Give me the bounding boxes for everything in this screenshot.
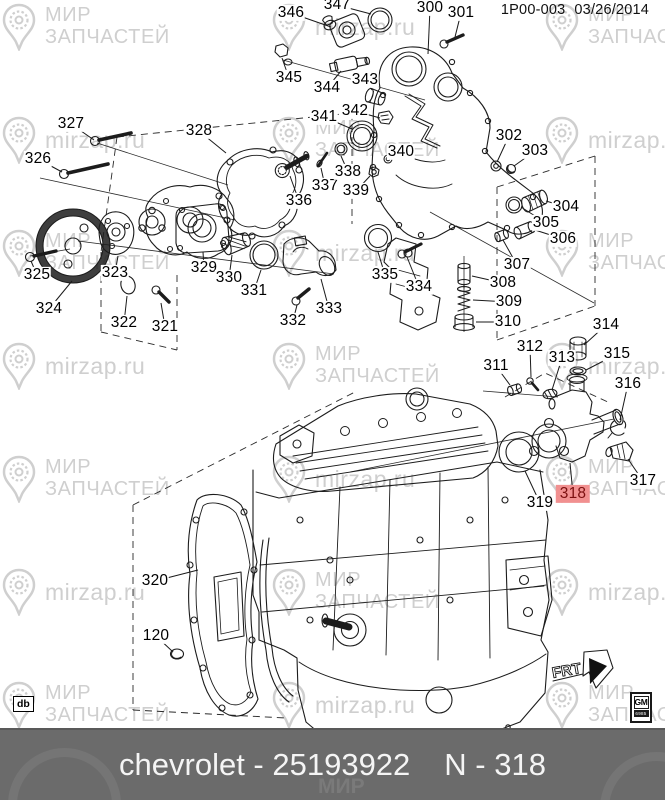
part-label-303: 303 bbox=[520, 141, 550, 160]
watermark-site: mirzap.ru bbox=[2, 342, 145, 390]
part-label-323: 323 bbox=[100, 263, 130, 282]
header: 1P00-003 03/26/2014 bbox=[501, 2, 649, 18]
part-label-321: 321 bbox=[150, 317, 180, 336]
part-label-325: 325 bbox=[22, 265, 52, 284]
part-label-315: 315 bbox=[602, 344, 632, 363]
part-label-308: 308 bbox=[488, 273, 518, 292]
part-label-336: 336 bbox=[284, 191, 314, 210]
part-label-330: 330 bbox=[214, 268, 244, 287]
document-date: 03/26/2014 bbox=[574, 2, 649, 18]
part-label-331: 331 bbox=[239, 281, 269, 300]
part-label-311: 311 bbox=[482, 356, 510, 375]
gasket-328 bbox=[215, 146, 305, 240]
pin-gear-icon bbox=[545, 3, 579, 51]
part-label-327: 327 bbox=[56, 114, 86, 133]
pin-gear-icon bbox=[545, 116, 579, 164]
pin-gear-icon bbox=[545, 568, 579, 616]
part-label-338: 338 bbox=[333, 162, 363, 181]
part-label-306: 306 bbox=[548, 229, 578, 248]
construction-dashed-lines bbox=[100, 112, 611, 719]
pin-gear-icon bbox=[2, 229, 36, 277]
pin-gear-icon bbox=[2, 342, 36, 390]
part-label-342: 342 bbox=[340, 101, 370, 120]
engine-block bbox=[252, 387, 553, 747]
pin-gear-icon bbox=[545, 681, 579, 729]
part-label-328: 328 bbox=[184, 121, 214, 140]
pin-gear-icon bbox=[2, 568, 36, 616]
part-label-319: 319 bbox=[525, 493, 555, 512]
gasket-320 bbox=[169, 493, 294, 717]
part-label-301: 301 bbox=[446, 3, 476, 22]
engine-parts-art: FRT bbox=[24, 7, 634, 747]
part-label-337: 337 bbox=[310, 176, 340, 195]
housing-318 bbox=[498, 336, 634, 473]
part-label-333: 333 bbox=[314, 299, 344, 318]
part-label-305: 305 bbox=[531, 213, 561, 232]
part-label-309: 309 bbox=[494, 292, 524, 311]
gm-logo: GM 6985 bbox=[630, 692, 652, 723]
part-label-334: 334 bbox=[404, 277, 434, 296]
db-corner-mark: db bbox=[13, 696, 34, 712]
footer-reference: N - 318 bbox=[444, 747, 546, 782]
pin-gear-icon bbox=[2, 455, 36, 503]
watermark-site: mirzap.ru bbox=[545, 116, 665, 164]
watermark-site: mirzap.ru bbox=[2, 568, 145, 616]
engine-exploded-diagram: FRT bbox=[24, 7, 634, 747]
part-label-335: 335 bbox=[370, 265, 400, 284]
pin-gear-icon bbox=[2, 116, 36, 164]
document-code: 1P00-003 bbox=[500, 2, 566, 18]
part-label-344: 344 bbox=[312, 78, 342, 97]
part-label-302: 302 bbox=[494, 126, 524, 145]
pin-gear-icon bbox=[2, 3, 36, 51]
part-label-318: 318 bbox=[555, 484, 591, 504]
part-label-312: 312 bbox=[515, 337, 545, 356]
part-label-341: 341 bbox=[309, 107, 339, 126]
part-label-320: 320 bbox=[140, 571, 170, 590]
part-label-324: 324 bbox=[34, 299, 64, 318]
pin-gear-icon bbox=[272, 455, 306, 503]
footer-part-number: chevrolet - 25193922 bbox=[119, 747, 411, 782]
part-label-313: 313 bbox=[547, 348, 577, 367]
part-label-343: 343 bbox=[350, 70, 380, 89]
part-label-316: 316 bbox=[613, 374, 643, 393]
watermark-site: mirzap.ru bbox=[272, 681, 415, 729]
footer-bar: chevrolet - 25193922 N - 318 bbox=[0, 728, 665, 800]
part-label-314: 314 bbox=[591, 315, 621, 334]
gm-logo-subtext: 6985 bbox=[633, 710, 649, 717]
part-label-300: 300 bbox=[415, 0, 445, 17]
watermark-site: mirzap.ru bbox=[545, 568, 665, 616]
part-label-304: 304 bbox=[551, 197, 581, 216]
part-label-332: 332 bbox=[278, 311, 308, 330]
part-label-322: 322 bbox=[109, 313, 139, 332]
part-label-345: 345 bbox=[274, 68, 304, 87]
pin-gear-icon bbox=[272, 342, 306, 390]
part-label-346: 346 bbox=[276, 3, 306, 22]
part-label-329: 329 bbox=[189, 258, 219, 277]
gm-logo-text: GM bbox=[633, 695, 649, 709]
part-label-326: 326 bbox=[23, 149, 53, 168]
part-label-120: 120 bbox=[141, 626, 171, 645]
part-label-307: 307 bbox=[502, 255, 532, 274]
part-label-347: 347 bbox=[322, 0, 352, 14]
part-label-317: 317 bbox=[628, 471, 658, 490]
part-label-340: 340 bbox=[386, 142, 416, 161]
part-label-310: 310 bbox=[493, 312, 523, 331]
pin-gear-icon bbox=[272, 568, 306, 616]
part-label-339: 339 bbox=[341, 181, 371, 200]
frt-marker: FRT bbox=[550, 649, 614, 689]
